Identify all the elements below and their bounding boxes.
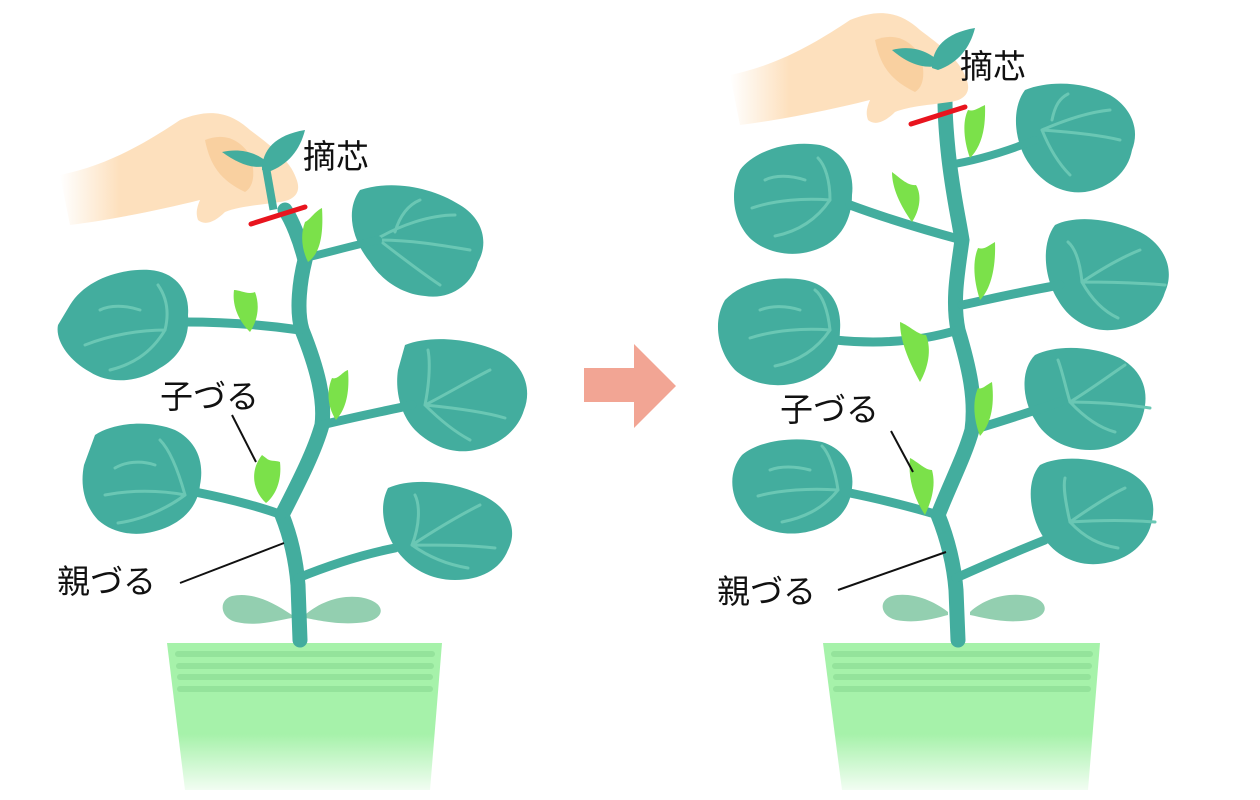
leaf <box>1045 219 1169 331</box>
lateral-vine-label: 子づる <box>780 390 879 429</box>
main-vine <box>929 92 981 648</box>
main-vine-label: 親づる <box>717 572 816 611</box>
cotyledons <box>882 594 1045 622</box>
leaf <box>82 423 202 534</box>
leaf-veins <box>83 198 507 570</box>
main-vine-leader <box>179 542 285 584</box>
pinch-cut-line <box>248 204 308 227</box>
cotyledons <box>222 594 381 624</box>
leaf <box>732 439 853 534</box>
lateral-vine-label: 子づる <box>160 377 259 416</box>
lateral-vine-leader <box>231 414 257 463</box>
plant-after-graphic <box>717 13 1169 790</box>
hand <box>60 113 299 225</box>
pot <box>167 643 442 790</box>
main-vine-leader <box>837 551 947 591</box>
plant-before-graphic <box>57 113 528 790</box>
leaf <box>1024 347 1146 450</box>
pinched-tip <box>892 28 975 70</box>
pinched-tip <box>222 130 305 211</box>
hand <box>730 13 969 125</box>
right-arrow-icon <box>584 344 676 428</box>
leaves <box>717 83 1169 565</box>
pinch-cut-line <box>908 104 968 127</box>
vines <box>830 92 1065 648</box>
pinch-label: 摘芯 <box>960 47 1026 86</box>
leaf <box>57 269 189 381</box>
leaf <box>383 481 513 580</box>
vines <box>180 202 417 648</box>
pot <box>823 643 1100 790</box>
leaf-veins <box>748 92 1167 550</box>
main-vine-label: 親づる <box>57 562 156 601</box>
lateral-vine-leader <box>890 430 914 473</box>
before-illustration: 摘芯 子づる 親づる <box>0 0 560 800</box>
lateral-sprouts <box>892 105 996 515</box>
pinch-label: 摘芯 <box>303 137 369 176</box>
after-illustration: 摘芯 子づる 親づる <box>680 0 1240 800</box>
leaf <box>1030 458 1154 565</box>
lateral-sprouts <box>233 208 349 503</box>
